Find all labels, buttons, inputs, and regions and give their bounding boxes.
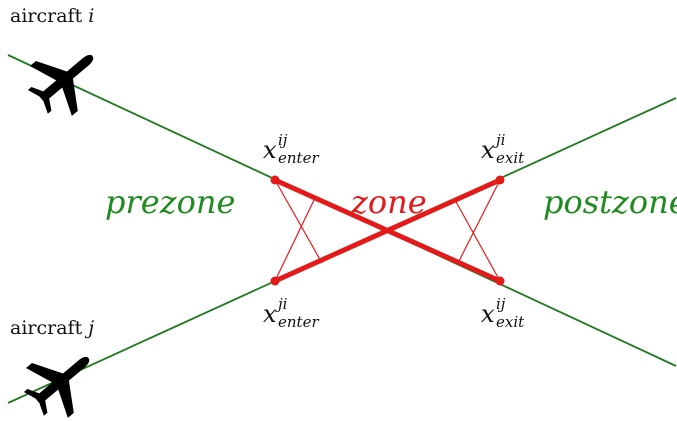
subscript: exit — [496, 149, 525, 167]
aircraft-j-prefix: aircraft — [10, 317, 83, 339]
symbol: x — [263, 300, 277, 328]
airplane-icon — [23, 356, 90, 418]
prezone-label: prezone — [105, 183, 235, 221]
point-exit-ij-label: x ij exit — [481, 295, 525, 331]
subscript: exit — [496, 313, 525, 331]
zone-thin-line — [454, 199, 501, 282]
superscript: ji — [275, 295, 288, 313]
zone-thin-line — [457, 179, 501, 264]
zone-thin-line — [274, 179, 323, 264]
aircraft-j-id: j — [84, 317, 94, 339]
point-enter-ji — [270, 276, 280, 286]
point-enter-ji-label: x ji enter — [263, 295, 319, 331]
airplane-icon — [27, 54, 94, 116]
superscript: ij — [278, 131, 288, 149]
subscript: enter — [278, 149, 319, 167]
superscript: ji — [493, 131, 506, 149]
aircraft-i-id: i — [88, 5, 94, 27]
zone-boundary-lines — [274, 179, 501, 282]
point-enter-ij — [270, 175, 280, 185]
symbol: x — [263, 136, 277, 164]
aircraft-i-label: aircraft i — [10, 5, 94, 27]
point-exit-ji-label: x ji exit — [481, 131, 525, 167]
zone-segment-aircraft-j — [272, 177, 503, 284]
point-enter-ij-label: x ij enter — [263, 131, 319, 167]
symbol: x — [481, 300, 495, 328]
postzone-label: postzone — [543, 183, 677, 221]
superscript: ij — [496, 295, 506, 313]
subscript: enter — [278, 313, 319, 331]
zone-thin-line — [274, 197, 316, 282]
point-exit-ij — [495, 276, 505, 286]
point-exit-ji — [495, 175, 505, 185]
aircraft-j-label: aircraft j — [10, 317, 94, 339]
aircraft-i-prefix: aircraft — [10, 5, 83, 27]
symbol: x — [481, 136, 495, 164]
zone-label: zone — [350, 183, 427, 221]
